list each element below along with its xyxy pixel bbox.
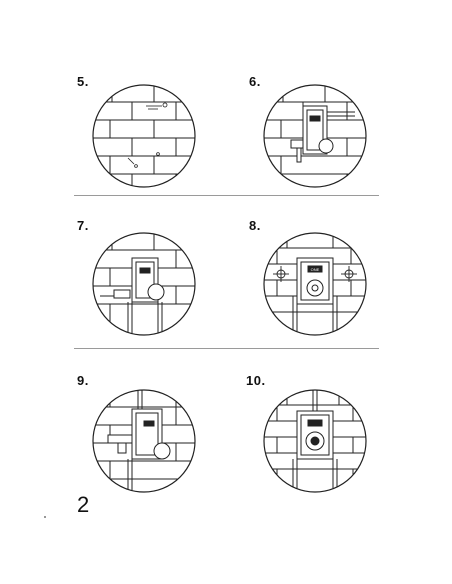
step-9-number: 9. [77,373,89,388]
step-8-illustration: ONE [263,232,367,336]
step-6-illustration [263,84,367,188]
margin-mark [44,516,46,518]
step-6-number: 6. [249,74,261,89]
step-10-illustration [263,389,367,493]
badge-text: ONE [311,267,320,272]
row-divider [74,195,379,196]
step-5-illustration [92,84,196,188]
row-divider [74,348,379,349]
step-5-number: 5. [77,74,89,89]
step-10-number: 10. [246,373,266,388]
step-9-illustration [92,389,196,493]
step-7-number: 7. [77,218,89,233]
page-number: 2 [77,492,90,517]
step-8-number: 8. [249,218,261,233]
step-7-illustration [92,232,196,336]
